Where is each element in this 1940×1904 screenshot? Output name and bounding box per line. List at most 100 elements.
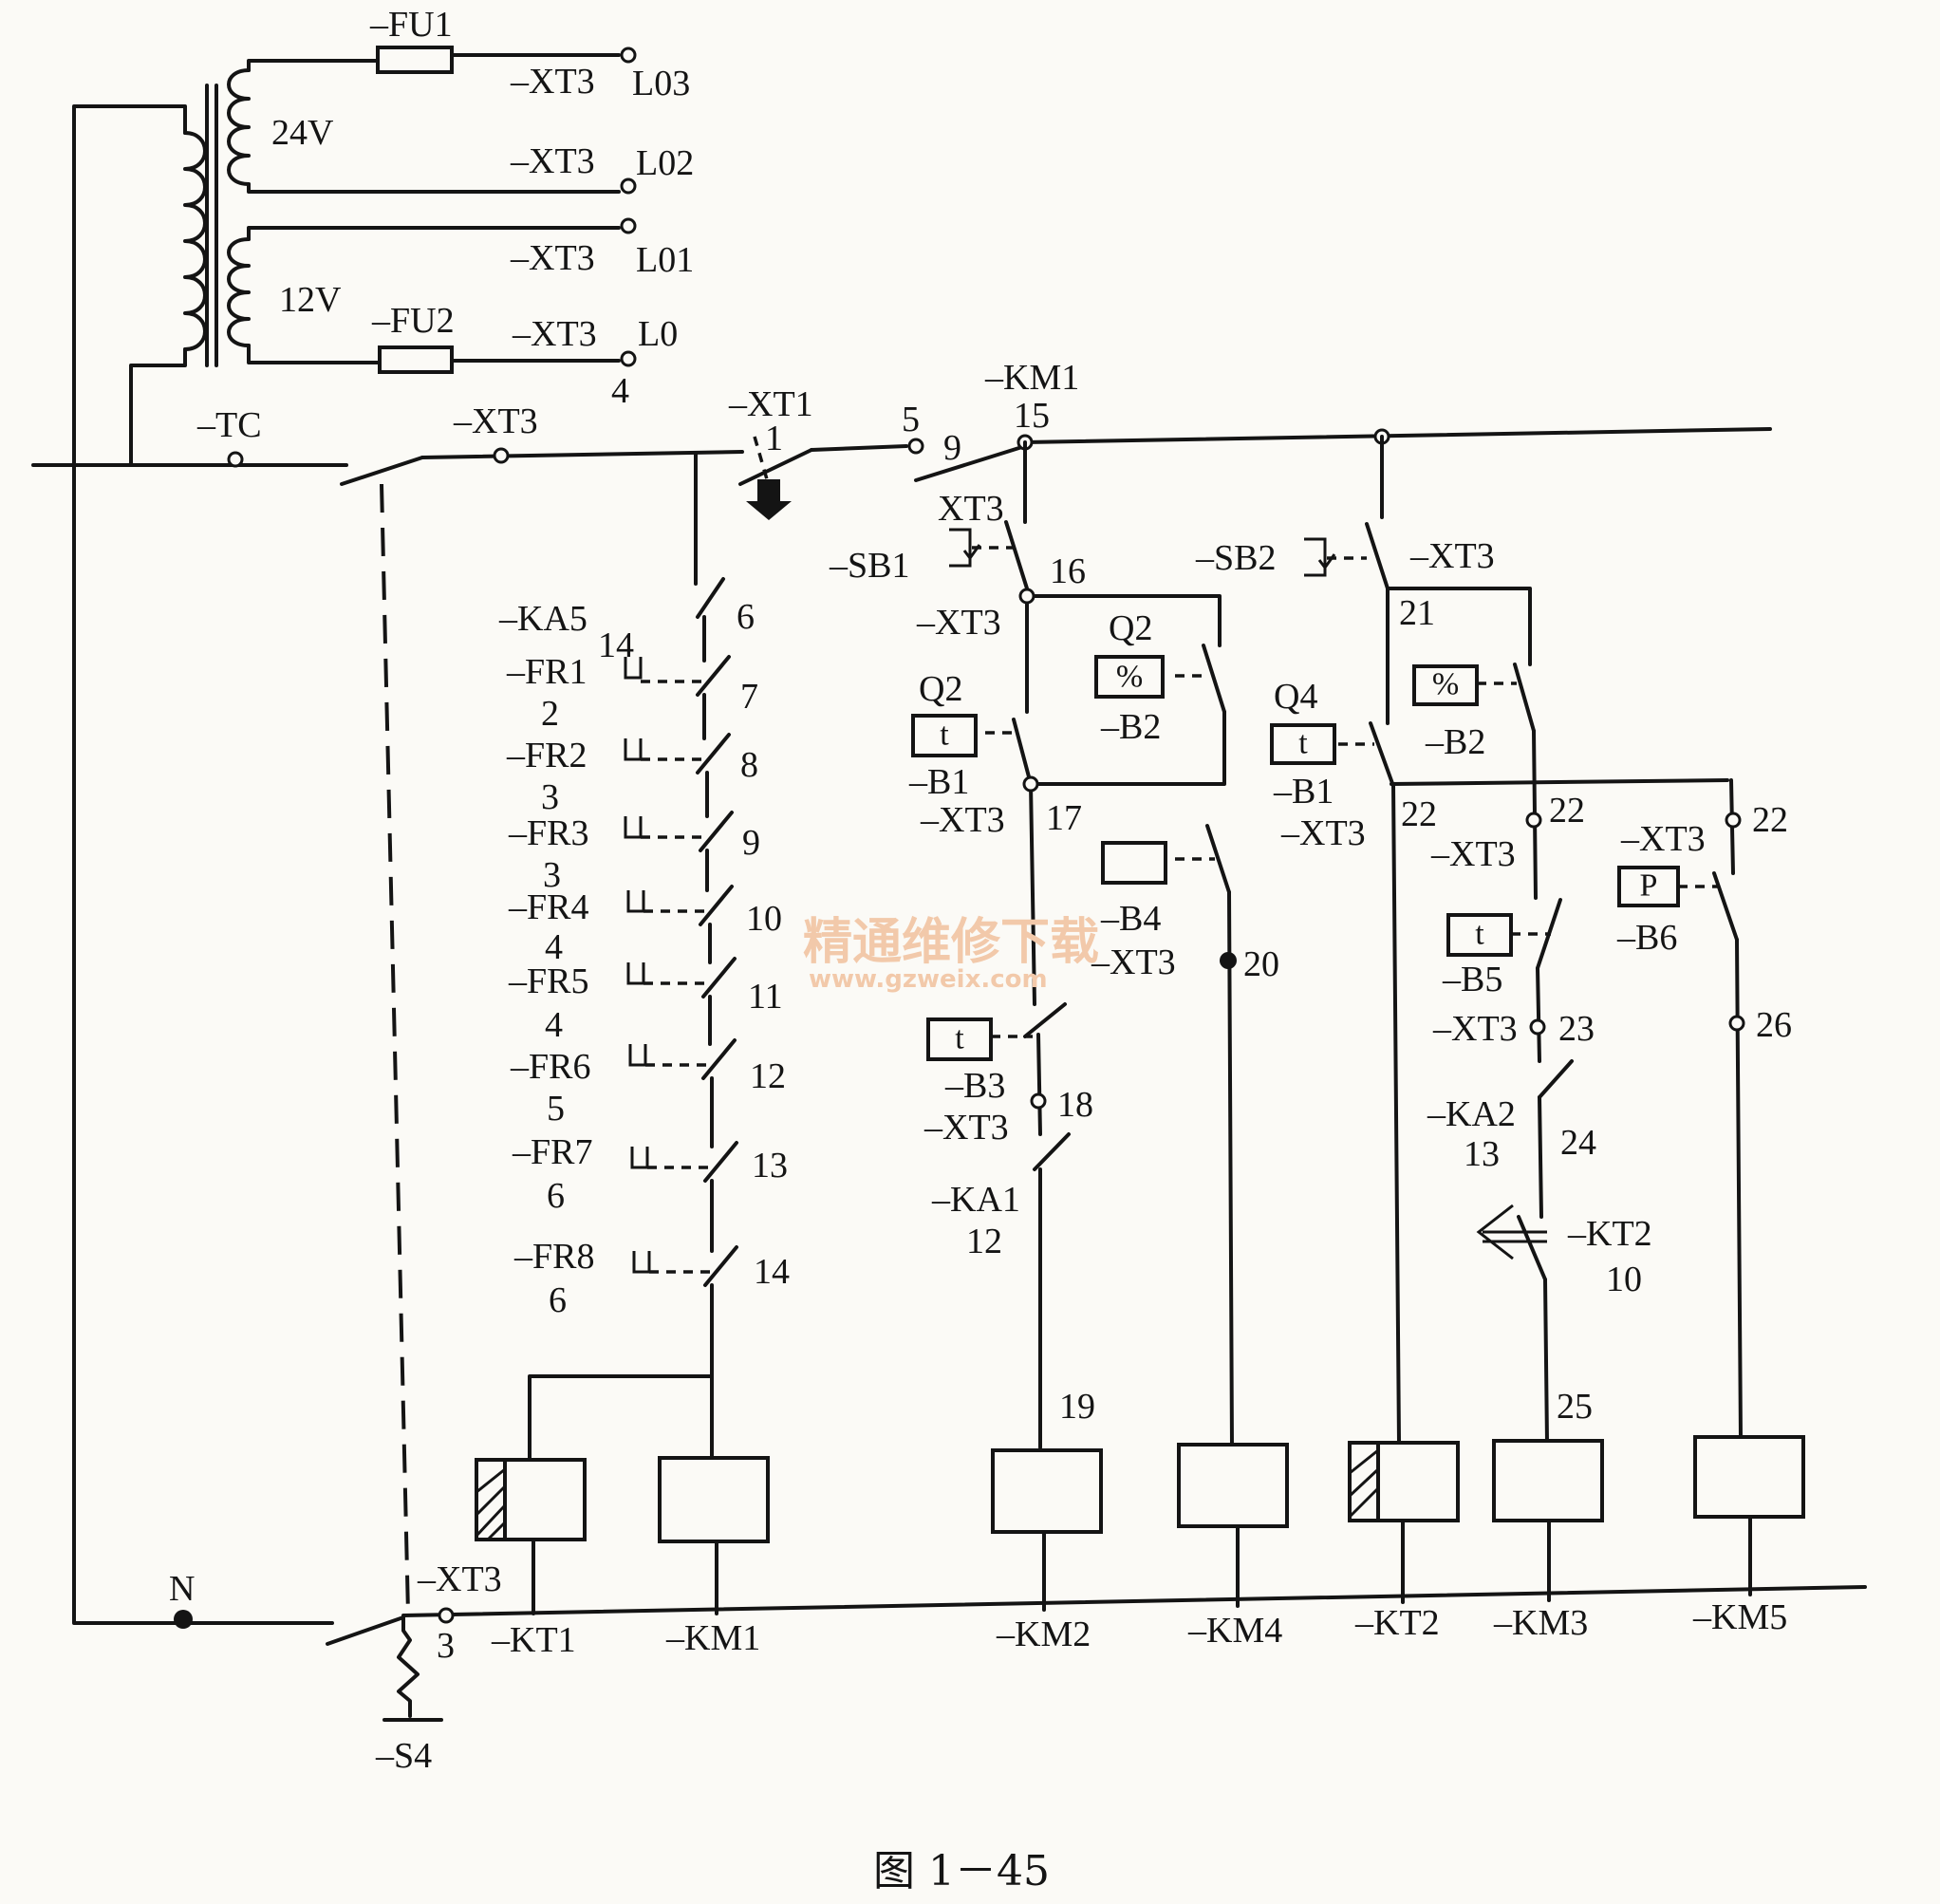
label-10: 10 [746, 899, 782, 939]
watermark-url: www.gzweix.com [809, 965, 1048, 994]
label-25: 25 [1557, 1387, 1593, 1427]
label-ka2: –KA2 [1427, 1094, 1516, 1134]
label-xt3: –XT3 [417, 1559, 502, 1599]
label-tc: –TC [196, 405, 262, 445]
label-fr2: –FR2 [506, 736, 587, 775]
label-xt3: –XT3 [512, 314, 597, 354]
label-ka2-num: 13 [1464, 1134, 1500, 1174]
label-b3: –B3 [944, 1066, 1005, 1106]
label-23: 23 [1558, 1009, 1595, 1049]
label-xt3: –XT3 [1432, 1009, 1518, 1049]
label-s4: –S4 [375, 1736, 432, 1776]
branch-km4 [1205, 824, 1234, 1449]
label-l02: L02 [636, 143, 694, 183]
label-b5: –B5 [1442, 960, 1502, 999]
coil-km5 [1693, 1435, 1805, 1519]
timer-symbol: t [940, 718, 949, 753]
label-4: 4 [611, 371, 629, 411]
label-kt2: –KT2 [1354, 1603, 1440, 1643]
label-km4: –KM4 [1187, 1611, 1282, 1651]
label-5: 5 [902, 400, 920, 439]
overload-chain [528, 452, 738, 1462]
terminal-16 [1018, 588, 1035, 605]
label-8: 8 [740, 745, 758, 785]
pct-symbol: % [1116, 660, 1143, 695]
coil-km1 [658, 1456, 770, 1543]
branch-km2 [949, 440, 1226, 1449]
fuse-fu1 [376, 46, 454, 74]
label-b4: –B4 [1100, 899, 1161, 939]
label-fr2-num: 3 [541, 777, 559, 817]
label-xt3: –XT3 [1091, 943, 1176, 982]
transformer-tc [72, 53, 621, 1625]
label-fr3-num: 3 [543, 855, 561, 895]
terminal-xt3-3 [438, 1607, 455, 1624]
coil-km4 [1177, 1443, 1289, 1528]
label-12v: 12V [279, 280, 342, 320]
label-fr4-num: 4 [545, 927, 563, 967]
label-km1: –KM1 [984, 358, 1079, 398]
label-16: 16 [1050, 551, 1086, 591]
terminal-26 [1728, 1015, 1745, 1032]
label-xt3: –XT3 [1620, 819, 1706, 859]
label-km5: –KM5 [1692, 1597, 1787, 1637]
label-9: 9 [742, 823, 760, 863]
label-xt3: –XT3 [920, 800, 1005, 840]
neutral-line [326, 483, 1867, 1722]
timer-symbol: t [1475, 917, 1484, 952]
label-fr1: –FR1 [506, 652, 587, 692]
label-n: N [169, 1569, 195, 1609]
label-b6: –B6 [1616, 918, 1677, 958]
timer-box-b3 [926, 1017, 993, 1061]
label-q2: Q2 [1109, 608, 1152, 648]
label-l01: L01 [636, 240, 694, 280]
label-b1: –B1 [908, 762, 969, 802]
pct-box-b2 [1412, 664, 1479, 706]
timer-symbol: t [1298, 726, 1308, 761]
watermark-cn: 精通维修下载 [803, 914, 1099, 971]
pct-symbol: % [1432, 667, 1459, 702]
label-xt3: –XT3 [1409, 536, 1495, 576]
label-12: 12 [750, 1056, 786, 1096]
terminal-xt1-5 [907, 438, 924, 455]
terminal-22-km5 [1725, 812, 1742, 829]
label-b2: –B2 [1425, 722, 1485, 762]
terminal-17 [1022, 775, 1039, 793]
label-17: 17 [1046, 798, 1082, 838]
label-fr7-num: 6 [547, 1176, 565, 1216]
timer-symbol: t [955, 1021, 964, 1056]
timer-box-b5 [1446, 913, 1513, 957]
terminal-xt3-top [493, 447, 510, 464]
label-fr4: –FR4 [508, 887, 588, 927]
label-3: 3 [437, 1626, 455, 1666]
label-22: 22 [1752, 800, 1788, 840]
coil-km3 [1492, 1439, 1604, 1522]
terminal-tc [227, 451, 244, 468]
figure-caption: 图 1－45 [873, 1847, 1050, 1895]
label-ka1-num: 12 [966, 1222, 1002, 1261]
terminal-l01 [620, 217, 637, 234]
label-fr1-num: 2 [541, 694, 559, 734]
label-sb1: –SB1 [829, 546, 909, 586]
terminal-neutral-n [174, 1610, 193, 1629]
terminal-l03 [620, 47, 637, 64]
terminal-l0 [620, 350, 637, 367]
pct-box-q2 [1094, 655, 1165, 699]
label-13: 13 [752, 1146, 788, 1185]
label-xt3: –XT3 [1430, 834, 1516, 874]
label-24: 24 [1560, 1123, 1596, 1163]
label-1: 1 [765, 419, 783, 458]
terminal-18 [1030, 1092, 1047, 1110]
label-xt3: XT3 [938, 489, 1004, 529]
label-l0: L0 [638, 314, 678, 354]
label-ka5: –KA5 [498, 599, 588, 639]
label-ka1: –KA1 [931, 1180, 1020, 1220]
label-xt3: –XT3 [916, 603, 1001, 643]
fuse-fu2 [378, 345, 454, 374]
label-xt1: –XT1 [728, 384, 813, 424]
label-b1: –B1 [1273, 772, 1334, 812]
label-xt3: –XT3 [453, 401, 538, 441]
terminal-20 [1220, 952, 1237, 969]
label-19: 19 [1059, 1387, 1095, 1427]
label-7: 7 [740, 677, 758, 717]
